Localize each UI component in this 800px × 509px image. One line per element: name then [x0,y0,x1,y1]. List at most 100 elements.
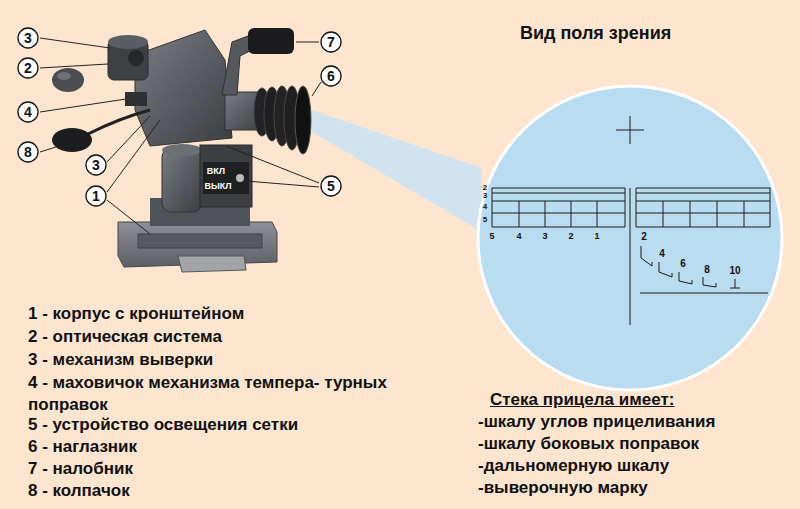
leader-line [226,146,319,183]
callout-outline [18,102,38,122]
callout-number: 5 [320,175,342,197]
reticle [597,201,598,227]
eyepiece [295,86,311,154]
lower-body [203,162,249,194]
reticle [636,188,770,189]
callout-circle: 3 [17,27,39,49]
range-number: 4 [659,249,665,259]
part-legend: 5 - устройство освещения сетки [28,414,298,435]
range-number: 6 [680,259,686,269]
callout-circle: 6 [320,65,342,87]
reticle [730,288,740,289]
reticle [770,188,771,227]
reticle [478,86,782,390]
callout-circle: 4 [17,101,39,123]
reticle [690,201,691,227]
callout-number: 1 [85,185,107,207]
callout-circle: 2 [17,57,39,79]
leader-line [312,82,321,96]
main-body [108,30,232,146]
leader-line [40,64,108,68]
scale-number: 1 [594,232,599,241]
brow-pad [222,36,252,95]
part-legend: 2 - оптическая система [28,326,222,347]
callout-outline [86,186,106,206]
reticle [492,227,625,228]
reticle [492,188,493,227]
list-item: -дальномерную шкалу [478,455,669,476]
callout-outline [321,32,341,52]
scale-number: 3 [542,232,547,241]
reticle [636,193,770,194]
reticle [492,193,625,194]
part-legend: 7 - налобник [28,458,133,479]
callout-circle: 8 [17,141,39,163]
part-legend: 6 - наглазник [28,436,137,457]
part-legend: 3 - механизм выверки [28,349,213,370]
leader-line [40,99,126,112]
list-heading: Стека прицела имеет: [490,389,674,410]
reticle [703,277,716,287]
reticle [640,293,768,294]
part-legend: 1 - корпус с кронштейном [28,303,244,324]
view-title: Вид поля зрения [520,22,671,45]
callout-number: 3 [17,27,39,49]
lens-cap [52,128,92,152]
reticle [478,86,782,390]
reticle [630,116,631,144]
lower-body [162,144,202,156]
reticle [630,188,631,325]
callout-number: 2 [17,57,39,79]
callout-circle: 1 [85,185,107,207]
reticle [679,272,692,284]
lower-body [236,174,244,182]
bracket-base [178,256,246,272]
brow-pad [248,28,294,54]
callout-outline [18,142,38,162]
leader-line [296,42,319,43]
reticle [625,188,626,227]
main-body [108,35,148,49]
eyepiece [225,86,311,154]
reticle [492,201,625,202]
leader-line [40,38,110,48]
range-number: 2 [641,232,647,242]
callout-number: 8 [17,141,39,163]
main-body [128,50,144,66]
reticle [744,201,745,227]
callout-outline [18,28,38,48]
leader-line [40,147,56,152]
lower-body [162,144,252,212]
callout-number: 6 [320,65,342,87]
reticle [636,201,770,202]
reticle [636,213,770,214]
reticle [636,188,637,227]
lower-body [162,148,202,212]
leader-line [246,181,319,187]
reticle [492,213,625,214]
scale-number: 4 [483,203,487,211]
list-item: -шкалу углов прицеливания [478,411,715,432]
callout-number: 3 [85,154,107,176]
bracket-base [138,234,262,248]
reticle [492,188,625,189]
main-body [125,92,147,106]
brow-pad [222,28,294,95]
reticle [735,279,736,288]
reticle [571,201,572,227]
callout-circle: 5 [320,175,342,197]
lower-body [200,145,252,207]
part-legend: 4 - маховичок механизма темпера- турных … [28,372,413,416]
callout-number: 7 [320,31,342,53]
reticle [519,201,520,227]
scale-number: 4 [516,232,521,241]
reticle [663,201,664,227]
scale-number: 3 [483,192,487,200]
callout-outline [86,155,106,175]
callout-circle: 3 [85,154,107,176]
list-item: -шкалу боковых поправок [478,433,699,454]
range-number: 10 [729,266,740,276]
reticle [659,262,672,277]
lens-cap [88,110,150,134]
scale-number: 2 [568,232,573,241]
